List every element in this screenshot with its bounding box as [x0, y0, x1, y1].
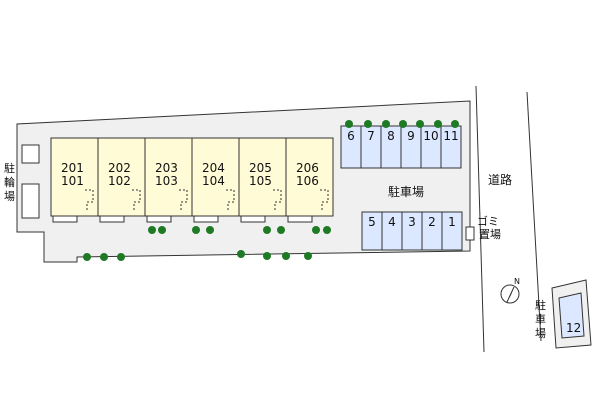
remote-parking-slot	[558, 292, 585, 339]
tree-icon	[434, 120, 442, 128]
remote-parking-label-1: 駐	[535, 298, 546, 312]
remote-parking-slot-label: 12	[566, 321, 581, 335]
tree-icon	[277, 226, 285, 234]
parking-slot-label: 6	[347, 129, 355, 143]
parking-slot-label: 2	[428, 215, 436, 229]
tree-icon	[323, 226, 331, 234]
tree-icon	[345, 120, 353, 128]
tree-icon	[148, 226, 156, 234]
tree-icon	[282, 252, 290, 260]
bicycle-parking-upper	[21, 144, 40, 164]
tree-icon	[399, 120, 407, 128]
trees	[83, 120, 459, 261]
unit-label-lower: 101	[61, 174, 84, 188]
tree-icon	[263, 252, 271, 260]
bicycle-parking-label-2: 輪	[4, 175, 15, 189]
tree-icon	[158, 226, 166, 234]
tree-icon	[237, 250, 245, 258]
remote-parking-label-3: 場	[535, 327, 546, 340]
garbage-label-1: ゴ	[477, 214, 488, 228]
parking-slot-4: 4	[381, 211, 403, 251]
parking-slot-7: 7	[360, 125, 382, 169]
parking-slot-10: 10	[420, 125, 442, 169]
road-edge-right	[526, 91, 542, 342]
tree-icon	[364, 120, 372, 128]
parking-slot-label: 4	[388, 215, 396, 229]
tree-icon	[304, 252, 312, 260]
garbage-label-2: ミ	[488, 215, 499, 228]
bicycle-parking-label-3: 場	[4, 190, 15, 203]
unit-label-lower: 103	[155, 174, 178, 188]
tree-icon	[416, 120, 424, 128]
unit-label-upper: 206	[296, 161, 319, 175]
parking-slot-label: 7	[367, 129, 375, 143]
unit-label-upper: 201	[61, 161, 84, 175]
road-edge-left	[475, 85, 485, 353]
unit-label-upper: 203	[155, 161, 178, 175]
parking-slot-label: 9	[407, 129, 415, 143]
parking-slot-1: 1	[441, 211, 463, 251]
tree-icon	[83, 253, 91, 261]
unit-label-upper: 204	[202, 161, 225, 175]
unit-label-lower: 105	[249, 174, 272, 188]
unit-label-upper: 205	[249, 161, 272, 175]
garbage-label-4: 場	[490, 228, 501, 241]
remote-parking-label-2: 車	[535, 312, 546, 326]
parking-slot-6: 6	[340, 125, 362, 169]
parking-slot-label: 11	[443, 129, 458, 143]
parking-slot-2: 2	[421, 211, 443, 251]
garbage-station	[465, 226, 475, 241]
parking-slot-label: 3	[408, 215, 416, 229]
tree-icon	[312, 226, 320, 234]
parking-slot-5: 5	[361, 211, 383, 251]
compass-north-label: N	[514, 277, 520, 286]
parking-slot-11: 11	[440, 125, 462, 169]
unit-label-lower: 104	[202, 174, 225, 188]
tree-icon	[263, 226, 271, 234]
tree-icon	[192, 226, 200, 234]
tree-icon	[117, 253, 125, 261]
parking-slot-9: 9	[400, 125, 422, 169]
unit-label-lower: 106	[296, 174, 319, 188]
unit-label-upper: 202	[108, 161, 131, 175]
parking-label: 駐車場	[388, 184, 424, 199]
compass-icon: N	[500, 277, 520, 304]
tree-icon	[451, 120, 459, 128]
parking-slot-label: 5	[368, 215, 376, 229]
parking-slot-label: 1	[448, 215, 456, 229]
tree-icon	[382, 120, 390, 128]
parking-slot-label: 10	[423, 129, 438, 143]
unit-label-lower: 102	[108, 174, 131, 188]
parking-slot-8: 8	[380, 125, 402, 169]
bicycle-parking-lower	[21, 183, 40, 219]
parking-slot-3: 3	[401, 211, 423, 251]
tree-icon	[206, 226, 214, 234]
garbage-label-3: 置	[479, 228, 490, 241]
tree-icon	[100, 253, 108, 261]
parking-slot-label: 8	[387, 129, 395, 143]
bicycle-parking-label-1: 駐	[4, 161, 15, 175]
road-label: 道路	[488, 172, 512, 187]
